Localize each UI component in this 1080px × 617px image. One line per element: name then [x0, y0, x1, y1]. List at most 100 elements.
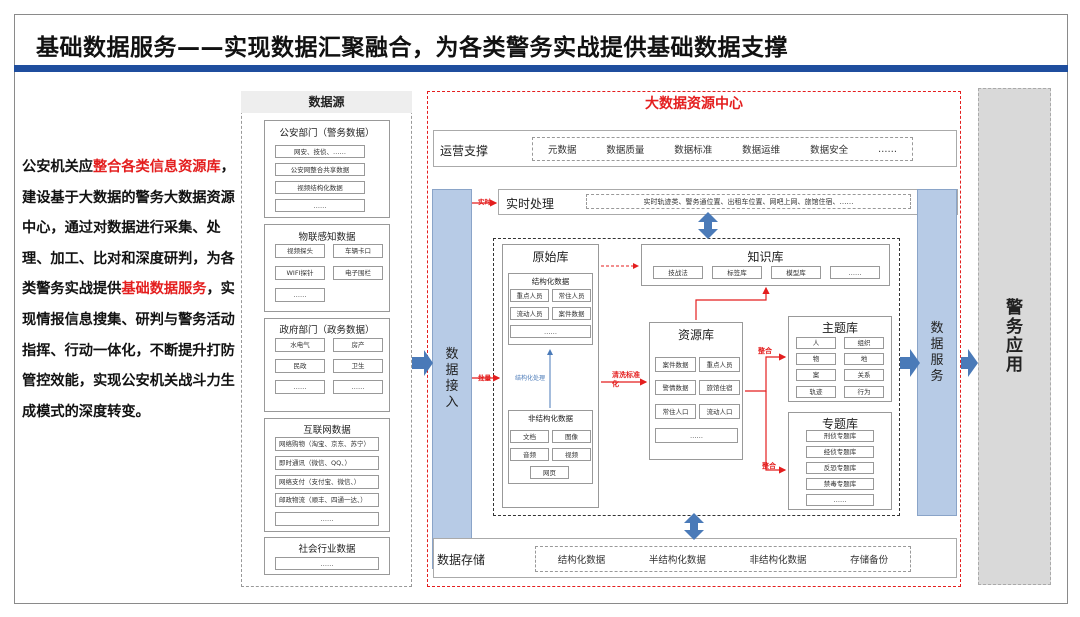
- special-db: [788, 412, 892, 510]
- raw-item: 视频: [552, 448, 591, 461]
- ops-support-label: 运营支撑: [440, 144, 489, 158]
- topic-item: 轨迹: [796, 386, 836, 398]
- knowledge-item: ……: [830, 266, 880, 279]
- storage-item: 存储备份: [850, 555, 889, 566]
- storage-item: 结构化数据: [557, 555, 606, 566]
- big-arrow-service: [900, 349, 920, 377]
- merge-topic-arrow: [745, 353, 787, 392]
- source-item: 车辆卡口: [333, 244, 383, 258]
- source-item: 视频结构化数据: [275, 181, 365, 194]
- slide-frame: [14, 14, 1068, 604]
- source-item: 即时通讯（微信、QQ、）: [275, 456, 379, 470]
- resource-to-knowledge-arrow: [695, 286, 770, 320]
- group-title: 公安部门（警务数据）: [279, 128, 375, 139]
- merge-label: 整合: [762, 462, 776, 470]
- ai-process-label: 结构化处理: [515, 375, 546, 382]
- source-item: 电子围栏: [333, 266, 383, 280]
- source-item: ……: [275, 557, 379, 570]
- special-item: 经侦专题库: [806, 446, 874, 458]
- ops-item: 数据标准: [674, 145, 713, 156]
- big-arrow-left: [412, 350, 433, 376]
- source-item: 邮政物流（顺丰、四通一达、）: [275, 493, 379, 507]
- source-item: ……: [333, 380, 383, 394]
- title-underline: [14, 65, 1068, 72]
- big-arrow-app: [961, 349, 978, 377]
- data-service-label: 数据服务: [930, 320, 944, 384]
- source-item: 公安网整合共享数据: [275, 163, 365, 176]
- source-item: ……: [275, 199, 365, 212]
- source-item: ……: [275, 288, 325, 302]
- topic-item: 人: [796, 337, 836, 349]
- resource-center-panel: [427, 91, 961, 587]
- unstructured-title: 非结构化数据: [528, 414, 573, 423]
- summary-highlight: 整合各类信息资源库: [92, 159, 221, 175]
- realtime-label: 实时处理: [506, 197, 555, 211]
- resource-item: ……: [655, 428, 738, 443]
- special-item: ……: [806, 494, 874, 506]
- summary-part: ，实现情报信息搜集、研判与警务活动指挥、行动一体化，不断提升打防管控效能，实现公…: [22, 281, 235, 420]
- resource-center-title: 大数据资源中心: [645, 96, 743, 112]
- source-item: 房产: [333, 338, 383, 352]
- topic-item: 物: [796, 353, 836, 365]
- topic-item: 关系: [844, 369, 884, 381]
- resource-item: 旅馆住宿: [699, 380, 740, 395]
- raw-item: 图像: [552, 430, 591, 443]
- data-access-label: 数据接入: [445, 347, 459, 410]
- raw-item: 音频: [510, 448, 549, 461]
- realtime-detail: 实时轨迹类、警务通位置、出租车位置、网吧上网、旅馆住宿、……: [586, 194, 911, 209]
- ops-item: ……: [877, 143, 897, 155]
- vertical-double-arrow-top: [698, 212, 718, 239]
- raw-item: 流动人员: [510, 307, 549, 320]
- source-item: ……: [275, 512, 379, 526]
- source-item: 网安、技侦、……: [275, 145, 365, 158]
- vertical-double-arrow-bottom: [684, 513, 704, 540]
- realtime-row: [498, 189, 958, 215]
- special-item: 反恐专题库: [806, 462, 874, 474]
- source-item: 卫生: [333, 359, 383, 373]
- data-source-header: 数据源: [241, 91, 412, 113]
- storage-label: 数据存储: [437, 553, 486, 567]
- summary-text: 公安机关应整合各类信息资源库，建设基于大数据的警务大数据资源中心，通过对数据进行…: [22, 152, 244, 427]
- resource-db-title: 资源库: [677, 328, 714, 342]
- source-item: ……: [275, 380, 325, 394]
- police-app-label: 警务应用: [1006, 297, 1023, 375]
- topic-item: 组织: [844, 337, 884, 349]
- special-item: 刑侦专题库: [806, 430, 874, 442]
- summary-highlight: 基础数据服务: [121, 281, 207, 298]
- resource-item: 常住人口: [655, 404, 696, 419]
- summary-part: 公安机关应: [22, 159, 93, 175]
- raw-item: 文档: [510, 430, 549, 443]
- special-db-title: 专题库: [821, 417, 858, 431]
- ops-item: 数据质量: [606, 145, 645, 156]
- knowledge-item: 模型库: [771, 266, 821, 279]
- raw-item: 常住人员: [552, 289, 591, 302]
- raw-db-title: 原始库: [532, 250, 569, 264]
- topic-item: 行为: [844, 386, 884, 398]
- source-item: 民政: [275, 359, 325, 373]
- group-title: 政府部门（政务数据）: [279, 325, 375, 336]
- source-item: 网络支付（支付宝、微信、）: [275, 475, 379, 489]
- clean-label: 清洗标准化: [612, 371, 640, 388]
- raw-item: ……: [510, 325, 591, 338]
- resource-item: 案件数据: [655, 357, 696, 372]
- ops-item: 元数据: [547, 145, 577, 156]
- topic-item: 案: [796, 369, 836, 381]
- ops-item: 数据安全: [810, 145, 849, 156]
- special-item: 禁毒专题库: [806, 478, 874, 490]
- raw-item: 网页: [530, 466, 569, 479]
- group-title: 互联网数据: [303, 425, 351, 436]
- resource-item: 警情数据: [655, 380, 696, 395]
- source-item: 水电气: [275, 338, 325, 352]
- source-item: WIFI探针: [275, 266, 325, 280]
- resource-item: 重点人员: [699, 357, 740, 372]
- source-item: 视频探头: [275, 244, 325, 258]
- storage-item: 非结构化数据: [749, 555, 807, 566]
- group-title: 物联感知数据: [298, 232, 356, 243]
- realtime-arrow-label: 实时: [478, 198, 491, 206]
- resource-item: 流动人口: [699, 404, 740, 419]
- topic-item: 地: [844, 353, 884, 365]
- ops-support-items: 元数据 数据质量 数据标准 数据运维 数据安全 ……: [532, 137, 913, 161]
- structured-title: 结构化数据: [531, 277, 570, 286]
- group-title: 社会行业数据: [298, 544, 356, 555]
